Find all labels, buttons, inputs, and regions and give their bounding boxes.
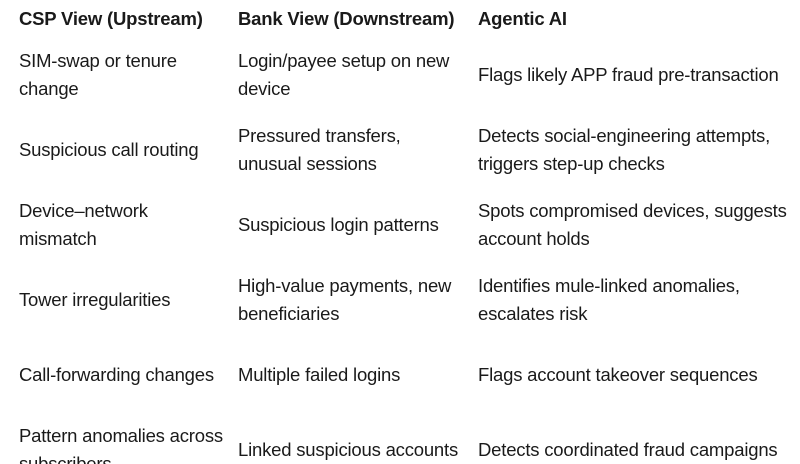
ai-cell: Detects coordinated fraud campaigns: [478, 439, 778, 460]
ai-cell: Flags likely APP fraud pre-transaction: [478, 63, 779, 85]
ai-cell: Identifies mule-linked anomalies, escala…: [478, 274, 740, 324]
table-row: Call-forwarding changes Multiple failed …: [12, 337, 794, 412]
header-csp-view: CSP View (Upstream): [19, 7, 203, 29]
header-agentic-ai: Agentic AI: [478, 7, 567, 29]
csp-cell: Device–network mismatch: [19, 199, 148, 249]
csp-cell: SIM-swap or tenure change: [19, 49, 177, 99]
table-row: Suspicious call routing Pressured transf…: [12, 112, 794, 187]
ai-cell: Spots compromised devices, suggests acco…: [478, 199, 787, 249]
table-row: Tower irregularities High-value payments…: [12, 262, 794, 337]
ai-cell: Flags account takeover sequences: [478, 363, 758, 385]
bank-cell: Suspicious login patterns: [238, 213, 439, 235]
header-row: CSP View (Upstream) Bank View (Downstrea…: [12, 0, 794, 37]
header-bank-view: Bank View (Downstream): [238, 7, 455, 29]
table-header: CSP View (Upstream) Bank View (Downstrea…: [12, 0, 794, 37]
csp-cell: Pattern anomalies across subscribers: [19, 425, 223, 464]
csp-cell: Suspicious call routing: [19, 138, 199, 160]
table-row: SIM-swap or tenure change Login/payee se…: [12, 37, 794, 112]
table-row: Device–network mismatch Suspicious login…: [12, 187, 794, 262]
ai-cell: Detects social-engineering attempts, tri…: [478, 124, 771, 174]
table-body: SIM-swap or tenure change Login/payee se…: [12, 37, 794, 464]
table-row: Pattern anomalies across subscribers Lin…: [12, 412, 794, 464]
bank-cell: Login/payee setup on new device: [238, 49, 450, 99]
bank-cell: Multiple failed logins: [238, 363, 401, 385]
csp-cell: Call-forwarding changes: [19, 363, 214, 385]
bank-cell: High-value payments, new beneficiaries: [238, 274, 452, 324]
fraud-signal-comparison-table: CSP View (Upstream) Bank View (Downstrea…: [12, 0, 794, 464]
bank-cell: Pressured transfers, unusual sessions: [238, 124, 401, 174]
bank-cell: Linked suspicious accounts: [238, 439, 459, 460]
csp-cell: Tower irregularities: [19, 288, 171, 310]
